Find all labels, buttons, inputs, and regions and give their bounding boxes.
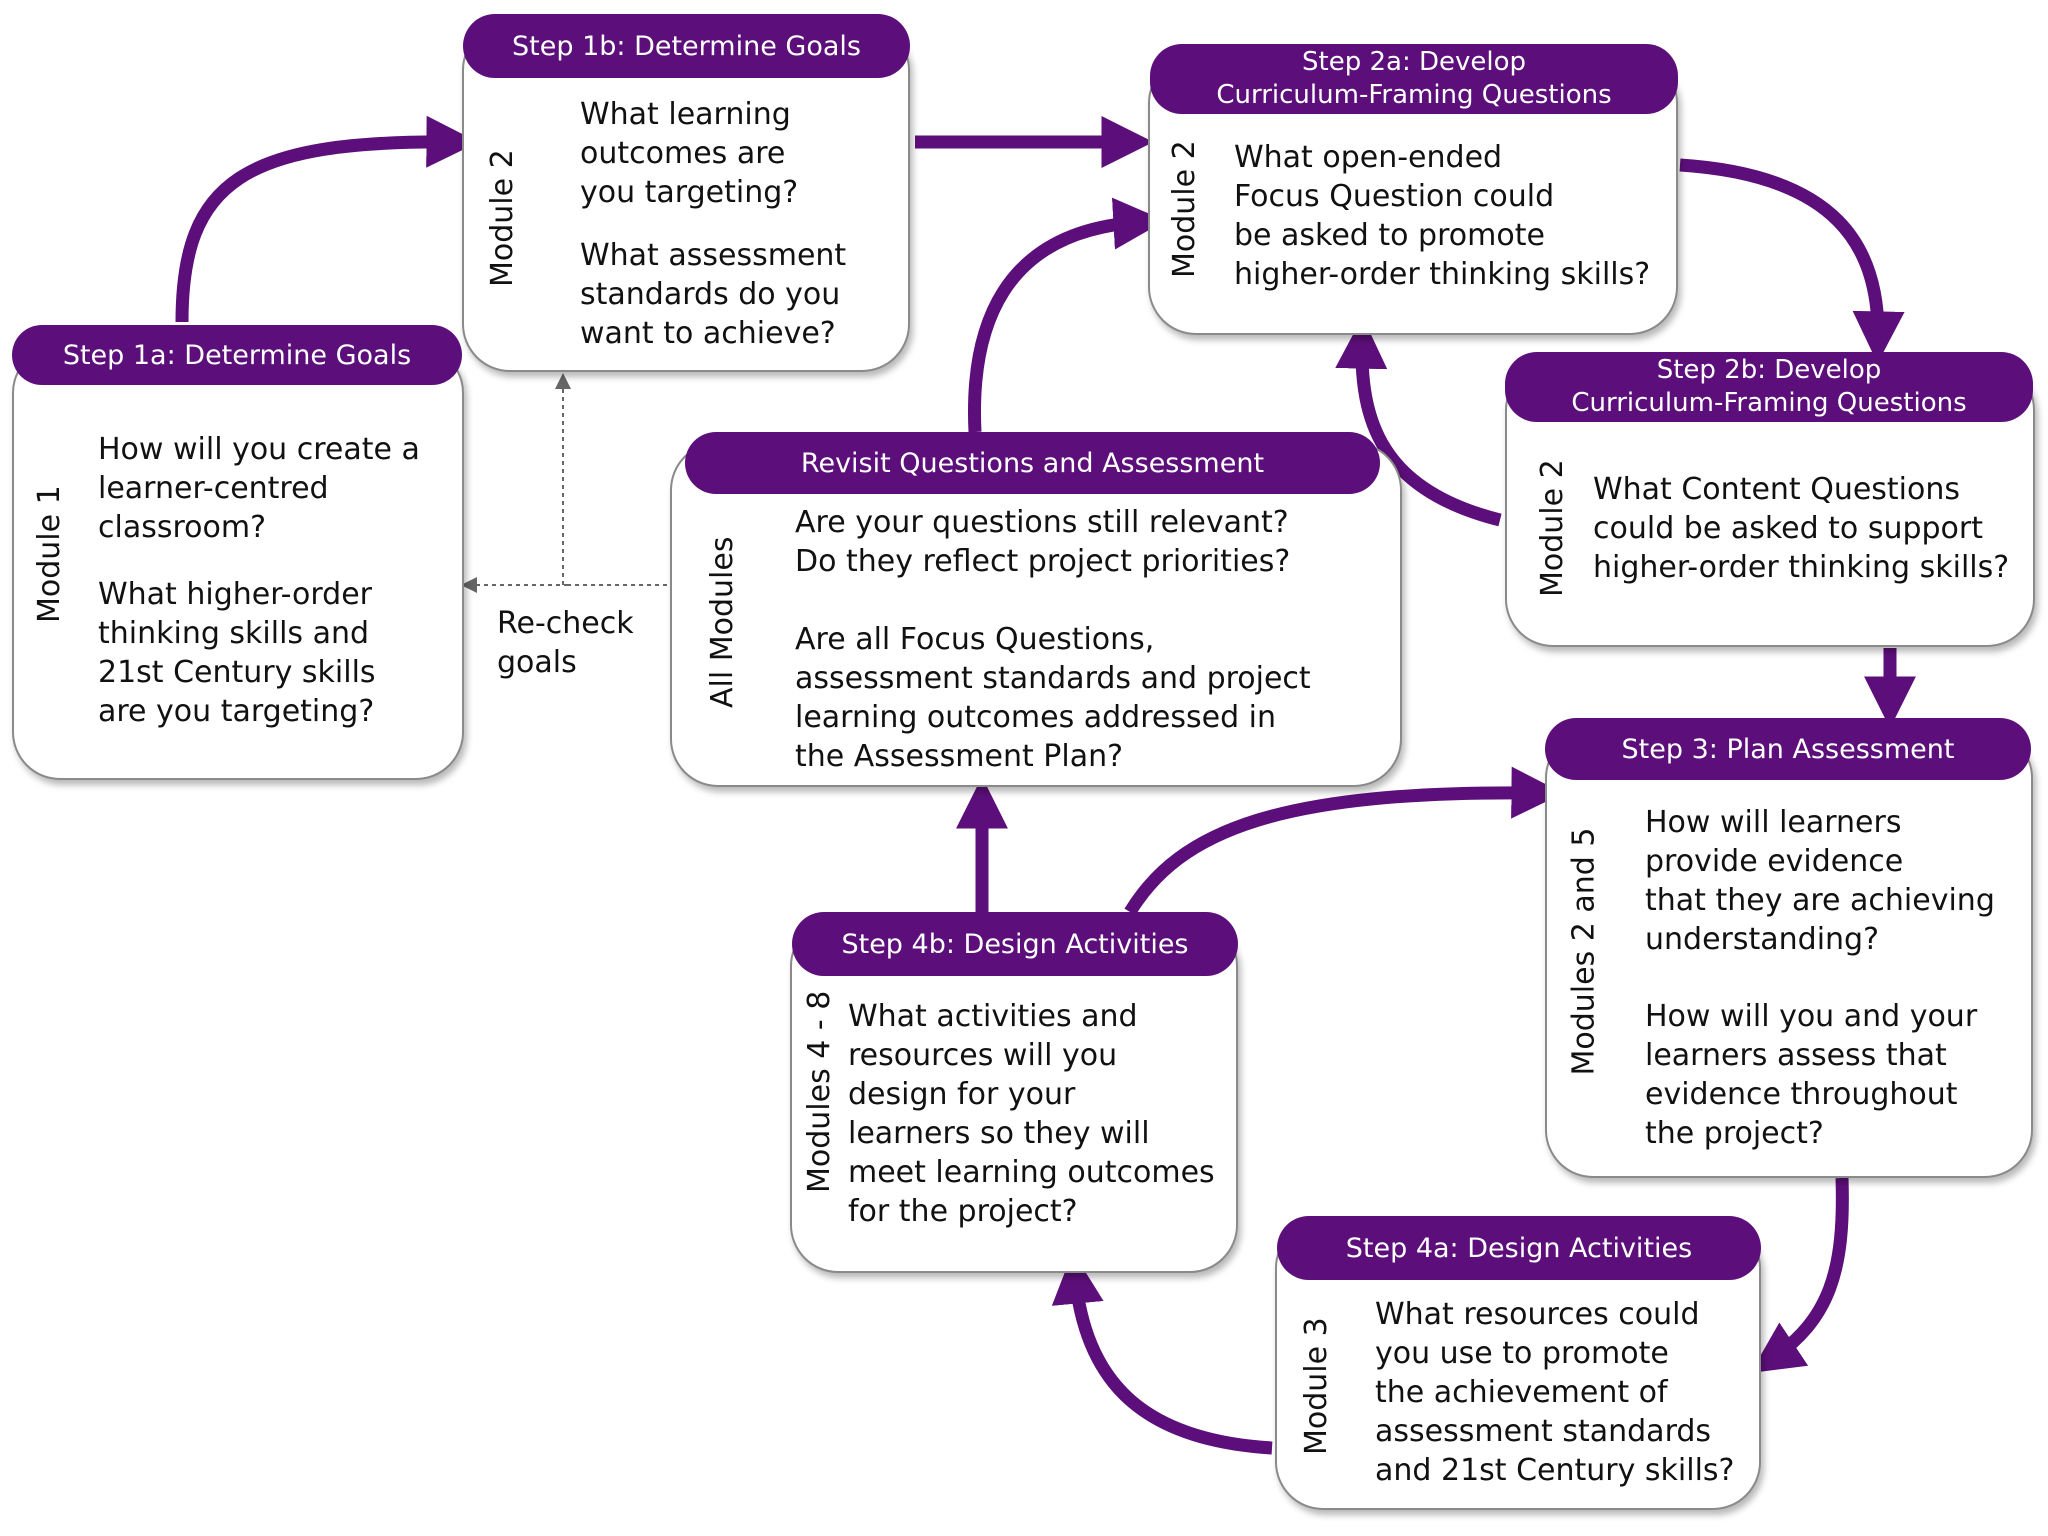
arrow-step4a-to-step4b bbox=[1051, 1251, 1273, 1455]
step3-question-2: How will you and your learners assess th… bbox=[1645, 999, 1978, 1151]
arrow-step2b-to-step2a bbox=[1335, 316, 1502, 527]
step4b-question-1: What activities and resources will you d… bbox=[848, 999, 1215, 1229]
step2b-module-label: Module 2 bbox=[1535, 459, 1570, 597]
step2b-title: Step 2b: Develop Curriculum-Framing Ques… bbox=[1505, 352, 2033, 422]
step2a-question-1: What open-ended Focus Question could be … bbox=[1234, 140, 1651, 292]
step1a-question-1: How will you create a learner-centred cl… bbox=[98, 432, 420, 545]
step1a-question-2: What higher-order thinking skills and 21… bbox=[98, 577, 376, 729]
step4a-module-label: Module 3 bbox=[1299, 1317, 1334, 1455]
recheck-goals-label: Re-check goals bbox=[497, 606, 634, 680]
step4b-title: Step 4b: Design Activities bbox=[792, 912, 1238, 976]
revisit-title: Revisit Questions and Assessment bbox=[685, 432, 1380, 494]
revisit-module-label: All Modules bbox=[705, 536, 740, 708]
step2a-title: Step 2a: Develop Curriculum-Framing Ques… bbox=[1150, 44, 1678, 114]
step2b-question-1: What Content Questions could be asked to… bbox=[1593, 472, 2010, 585]
step1b-question-2: What assessment standards do you want to… bbox=[580, 238, 847, 351]
revisit-box bbox=[670, 442, 1402, 787]
arrow-step1a-to-step1b bbox=[175, 115, 479, 323]
step1a-box bbox=[12, 345, 464, 780]
step3-question-1: How will learners provide evidence that … bbox=[1645, 805, 1995, 957]
step4b-module-label: Modules 4 - 8 bbox=[802, 990, 837, 1193]
revisit-question-2: Are all Focus Questions, assessment stan… bbox=[795, 622, 1311, 774]
step1b-box bbox=[462, 22, 910, 372]
arrow-step2a-to-step2b bbox=[1679, 158, 1905, 364]
step1b-title: Step 1b: Determine Goals bbox=[463, 14, 910, 78]
revisit-question-1: Are your questions still relevant? Do th… bbox=[795, 505, 1291, 579]
step4a-title: Step 4a: Design Activities bbox=[1277, 1216, 1761, 1280]
step1a-module-label: Module 1 bbox=[32, 485, 67, 623]
arrow-step3-to-step4a bbox=[1750, 1177, 1849, 1373]
step1b-question-1: What learning outcomes are you targeting… bbox=[580, 97, 799, 210]
step3-title: Step 3: Plan Assessment bbox=[1545, 718, 2031, 780]
arrow-step4b-to-step3 bbox=[1124, 766, 1564, 916]
step4a-question-1: What resources could you use to promote … bbox=[1375, 1297, 1735, 1488]
step3-module-label: Modules 2 and 5 bbox=[1566, 827, 1602, 1076]
arrow-revisit-to-step2a bbox=[968, 197, 1166, 433]
step1a-title: Step 1a: Determine Goals bbox=[12, 325, 462, 385]
step1b-module-label: Module 2 bbox=[485, 149, 520, 287]
step2a-module-label: Module 2 bbox=[1167, 140, 1202, 278]
